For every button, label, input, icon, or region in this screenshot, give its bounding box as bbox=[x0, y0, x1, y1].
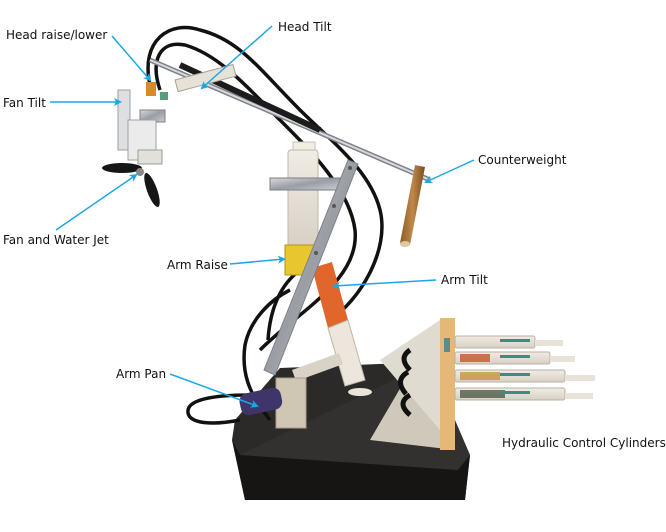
hydraulic-syringes bbox=[454, 335, 595, 401]
arm-tilt-syringe bbox=[312, 262, 372, 396]
arrow-fan-and-water-jet bbox=[55, 173, 138, 231]
fan-propeller bbox=[102, 163, 160, 208]
label-arm-raise: Arm Raise bbox=[167, 258, 228, 272]
arm-pan-assembly bbox=[239, 352, 344, 429]
arrow-head-raise-lower bbox=[111, 35, 152, 82]
label-fan-tilt: Fan Tilt bbox=[3, 96, 46, 110]
arrow-arm-tilt bbox=[332, 279, 437, 290]
arrow-arm-pan bbox=[169, 373, 259, 408]
main-strut bbox=[263, 159, 359, 376]
label-arm-tilt: Arm Tilt bbox=[441, 273, 488, 287]
label-hydraulic-control-cylinders: Hydraulic Control Cylinders bbox=[502, 436, 666, 450]
label-head-raise-lower: Head raise/lower bbox=[6, 28, 108, 42]
cylinder-stand bbox=[370, 318, 455, 450]
counterweight bbox=[400, 165, 425, 247]
label-counterweight: Counterweight bbox=[478, 153, 567, 167]
label-fan-and-water-jet: Fan and Water Jet bbox=[3, 233, 109, 247]
arm-raise-syringe bbox=[269, 141, 341, 276]
head-assembly bbox=[117, 63, 237, 165]
label-arm-pan: Arm Pan bbox=[116, 367, 167, 381]
arrow-head-tilt bbox=[200, 25, 273, 90]
arrow-arm-raise bbox=[229, 255, 286, 265]
label-head-tilt: Head Tilt bbox=[278, 20, 332, 34]
callout-arrows bbox=[50, 25, 475, 408]
arrow-counterweight bbox=[424, 159, 475, 184]
